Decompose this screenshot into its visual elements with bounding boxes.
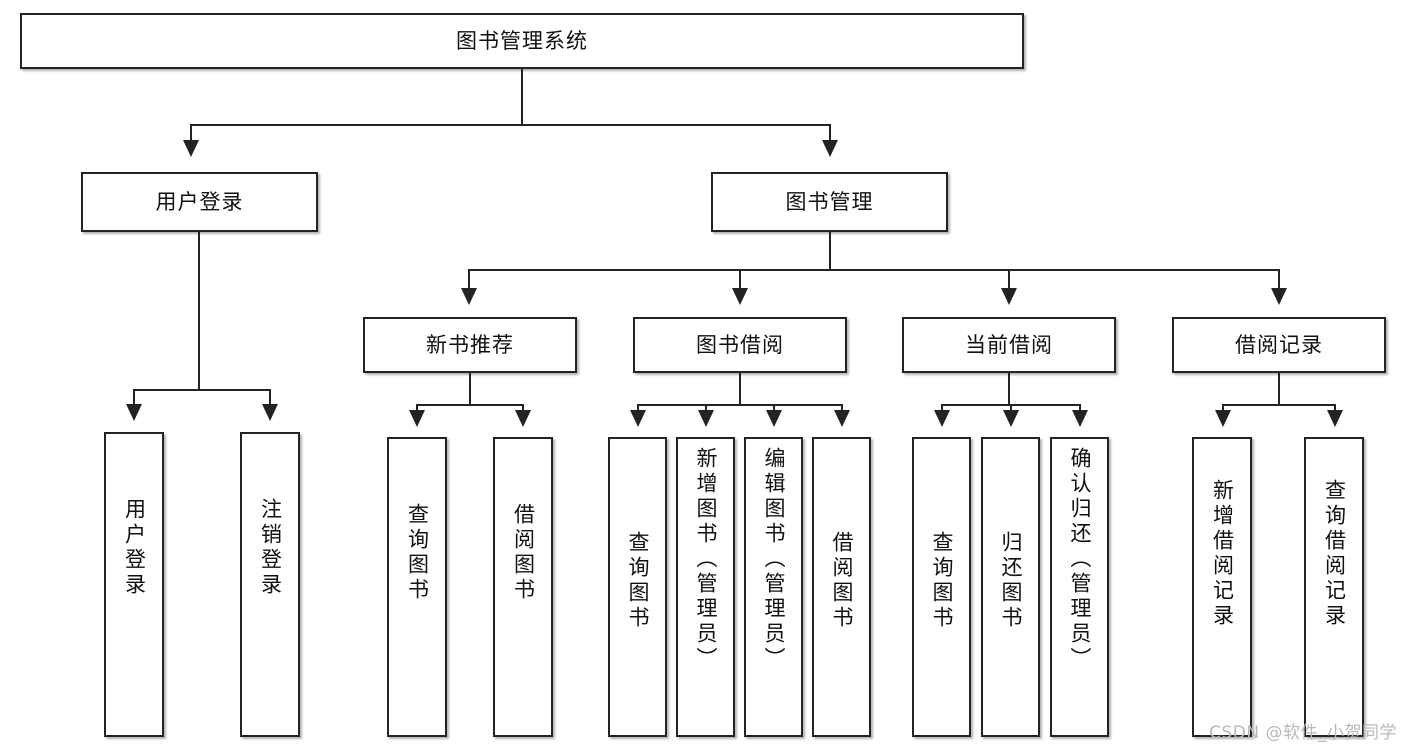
node-leaf-user-login[interactable]: 用户登录 (104, 432, 164, 737)
node-user-login[interactable]: 用户登录 (81, 172, 318, 232)
node-label: 用户登录 (155, 189, 244, 214)
node-label: 图书管理系统 (456, 28, 588, 53)
connector-book-mgmt-drop-4 (1278, 269, 1280, 291)
node-label: 新增借阅记录 (1210, 479, 1235, 629)
connector-borrow-record-bus (1222, 404, 1336, 406)
node-leaf-return-book[interactable]: 归还图书 (981, 437, 1040, 737)
connector-root-stem (521, 69, 523, 125)
arrow-current-borrow-to-leaf-3 (1072, 410, 1088, 427)
node-label: 借阅图书 (511, 503, 536, 603)
arrow-book-mgmt-to-borrow-record (1271, 288, 1287, 305)
node-label: 查询图书 (930, 531, 954, 631)
connector-user-login-drop-1 (133, 389, 135, 408)
connector-current-borrow-stem (1008, 373, 1010, 405)
node-root-system[interactable]: 图书管理系统 (20, 13, 1024, 69)
connector-root-bus (190, 124, 831, 126)
node-label: 查询图书 (626, 531, 650, 631)
arrow-borrow-record-to-leaf-1 (1215, 410, 1231, 427)
connector-root-to-user-login (190, 124, 192, 144)
connector-book-mgmt-stem (829, 232, 831, 270)
node-leaf-query-book-borrow[interactable]: 查询图书 (608, 437, 667, 737)
connector-book-mgmt-bus (468, 269, 1280, 271)
arrow-book-mgmt-to-current-borrow (1001, 288, 1017, 305)
node-leaf-query-book-current[interactable]: 查询图书 (912, 437, 971, 737)
node-leaf-confirm-return-admin[interactable]: 确认归还（管理员） (1050, 437, 1109, 737)
node-label: 用户登录 (122, 498, 147, 598)
arrow-new-book-to-leaf-2 (515, 410, 531, 427)
arrow-book-borrow-to-leaf-2 (698, 410, 714, 427)
connector-user-login-stem (198, 232, 200, 390)
arrow-book-mgmt-to-new-book (461, 288, 477, 305)
arrow-user-login-to-leaf-1 (126, 404, 142, 421)
node-label: 借阅图书 (830, 531, 854, 631)
connector-book-mgmt-drop-3 (1008, 269, 1010, 291)
node-label: 借阅记录 (1235, 332, 1323, 357)
node-current-borrow[interactable]: 当前借阅 (902, 317, 1116, 373)
arrow-book-borrow-to-leaf-1 (630, 410, 646, 427)
connector-borrow-record-stem (1278, 373, 1280, 405)
node-label: 查询图书 (405, 503, 430, 603)
connector-user-login-drop-2 (269, 389, 271, 408)
node-label: 新增图书（管理员） (694, 447, 718, 672)
node-label: 注销登录 (258, 498, 283, 598)
node-leaf-borrow-book[interactable]: 借阅图书 (812, 437, 871, 737)
arrow-root-to-book-mgmt (822, 140, 838, 157)
connector-new-book-bus (416, 404, 524, 406)
node-leaf-add-book-admin[interactable]: 新增图书（管理员） (676, 437, 735, 737)
node-leaf-query-book-recommend[interactable]: 查询图书 (387, 437, 447, 737)
connector-book-mgmt-drop-2 (739, 269, 741, 291)
arrow-book-borrow-to-leaf-4 (834, 410, 850, 427)
node-leaf-add-borrow-record[interactable]: 新增借阅记录 (1192, 437, 1252, 737)
node-label: 当前借阅 (965, 332, 1053, 357)
node-new-book-recommend[interactable]: 新书推荐 (363, 317, 577, 373)
node-label: 归还图书 (999, 531, 1023, 631)
connector-new-book-stem (469, 373, 471, 405)
arrow-borrow-record-to-leaf-2 (1327, 410, 1343, 427)
node-book-borrow[interactable]: 图书借阅 (633, 317, 847, 373)
connector-root-to-book-mgmt (829, 124, 831, 144)
arrow-root-to-user-login (183, 140, 199, 157)
node-leaf-query-borrow-record[interactable]: 查询借阅记录 (1304, 437, 1364, 737)
node-book-management[interactable]: 图书管理 (711, 172, 948, 232)
arrow-current-borrow-to-leaf-1 (934, 410, 950, 427)
connector-book-mgmt-drop-1 (468, 269, 470, 291)
arrow-user-login-to-leaf-2 (262, 404, 278, 421)
arrow-current-borrow-to-leaf-2 (1003, 410, 1019, 427)
node-borrow-record[interactable]: 借阅记录 (1172, 317, 1386, 373)
node-label: 查询借阅记录 (1322, 479, 1347, 629)
watermark-text: CSDN @软件_小贺同学 (1209, 723, 1397, 743)
connector-book-borrow-stem (739, 373, 741, 405)
node-leaf-logout[interactable]: 注销登录 (240, 432, 300, 737)
node-label: 确认归还（管理员） (1068, 447, 1092, 672)
node-leaf-borrow-book-recommend[interactable]: 借阅图书 (493, 437, 553, 737)
arrow-book-mgmt-to-book-borrow (732, 288, 748, 305)
connector-user-login-bus (133, 389, 271, 391)
node-label: 新书推荐 (426, 332, 514, 357)
node-label: 编辑图书（管理员） (762, 447, 786, 672)
node-label: 图书管理 (785, 189, 874, 214)
arrow-new-book-to-leaf-1 (409, 410, 425, 427)
arrow-book-borrow-to-leaf-3 (766, 410, 782, 427)
connector-book-borrow-bus (637, 404, 843, 406)
node-leaf-edit-book-admin[interactable]: 编辑图书（管理员） (744, 437, 803, 737)
node-label: 图书借阅 (696, 332, 784, 357)
